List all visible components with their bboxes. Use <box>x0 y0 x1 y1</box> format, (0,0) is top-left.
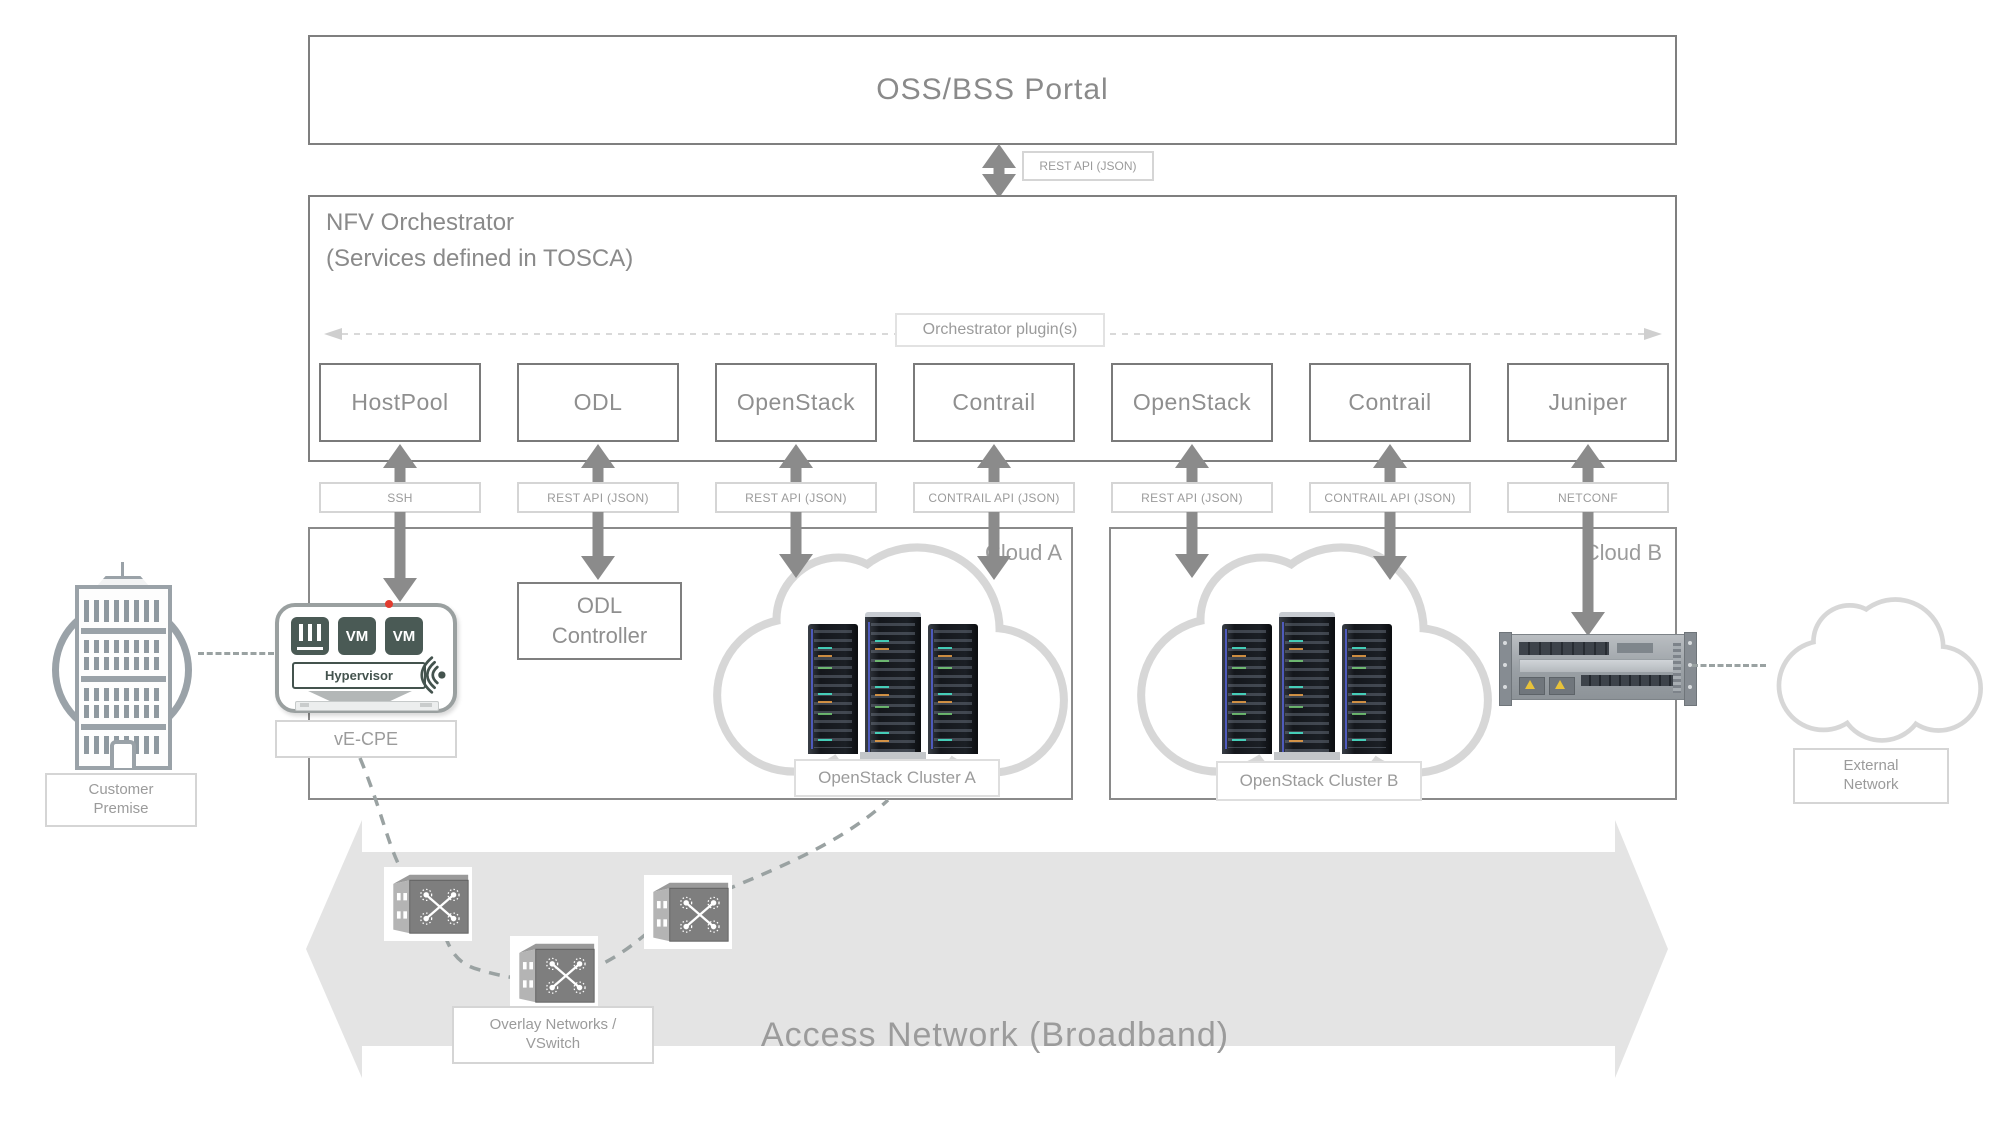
oss-bss-portal-box <box>308 35 1677 145</box>
arrow-ssh-down <box>383 512 417 602</box>
server-rack-cluster-a-icon <box>808 608 978 760</box>
wifi-icon <box>420 656 446 694</box>
nfv-orchestrator-title: NFV Orchestrator (Services defined in TO… <box>326 205 633 277</box>
openstack-cluster-a-label: OpenStack Cluster A <box>794 759 1000 797</box>
overlay-networks-label: Overlay Networks / VSwitch <box>452 1006 654 1064</box>
arrow-openstack-b-down <box>1175 512 1209 578</box>
customer-premise-label: Customer Premise <box>45 773 197 827</box>
plugin-box-openstack-b: OpenStack <box>1111 363 1273 442</box>
arrow-openstack-a-down <box>779 512 813 578</box>
nfv-title-line1: NFV Orchestrator <box>326 209 515 236</box>
arrow-contrail-a-up <box>977 444 1011 482</box>
vswitch-icon <box>646 877 730 947</box>
building-band <box>81 676 166 682</box>
customer-premise-line2: Premise <box>93 800 149 817</box>
api-label-rest-3: REST API (JSON) <box>1111 482 1273 513</box>
vm-icon: VM <box>338 617 376 655</box>
arrow-shaft <box>993 162 1005 180</box>
plugin-box-contrail-b: Contrail <box>1309 363 1471 442</box>
api-label-netconf: NETCONF <box>1507 482 1669 513</box>
vswitch-icon <box>512 938 596 1008</box>
ve-cpe-label: vE-CPE <box>275 720 457 758</box>
cpe-slider <box>295 701 439 711</box>
odl-controller-line2: Controller <box>551 623 648 648</box>
odl-controller-title: ODL Controller <box>517 582 682 660</box>
building-window-row <box>84 600 163 622</box>
oss-bss-portal-title: OSS/BSS Portal <box>876 73 1109 106</box>
external-network-line1: External <box>1843 757 1899 775</box>
api-label-ssh: SSH <box>319 482 481 513</box>
overlay-networks-line2: VSwitch <box>525 1035 581 1052</box>
arrow-contrail-b-up <box>1373 444 1407 482</box>
arrow-head-down <box>982 174 1016 198</box>
external-network-label: External Network <box>1793 748 1949 804</box>
external-network-line2: Network <box>1843 776 1899 793</box>
arrow-odl-down <box>581 512 615 580</box>
building-band <box>81 628 166 634</box>
building-band <box>81 724 166 730</box>
juniper-router-icon <box>1499 632 1697 706</box>
api-label-contrail-1: CONTRAIL API (JSON) <box>913 482 1075 513</box>
openstack-cluster-b-label: OpenStack Cluster B <box>1216 761 1422 801</box>
hypervisor-shadow <box>308 691 412 703</box>
cloud-b-label: Cloud B <box>1583 540 1662 565</box>
arrow-contrail-b-down <box>1373 512 1407 580</box>
vswitch-icon <box>386 869 470 939</box>
customer-premise-line1: Customer <box>88 781 154 799</box>
orchestrator-plugins-caption: Orchestrator plugin(s) <box>895 313 1105 347</box>
building-window-row <box>84 688 163 701</box>
plugin-box-hostpool: HostPool <box>319 363 481 442</box>
vm-icon: VM <box>385 617 423 655</box>
overlay-networks-line1: Overlay Networks / <box>489 1016 617 1034</box>
arrow-netconf-down <box>1571 512 1605 636</box>
hypervisor-box: Hypervisor <box>292 662 426 689</box>
access-network-label: Access Network (Broadband) <box>760 1016 1230 1054</box>
building-window-row <box>84 640 163 653</box>
building-window-row <box>84 657 163 670</box>
arrow-juniper-up <box>1571 444 1605 482</box>
plugin-box-juniper: Juniper <box>1507 363 1669 442</box>
console-icon <box>291 617 329 655</box>
nfv-title-line2: (Services defined in TOSCA) <box>326 245 634 272</box>
ve-cpe-device: VM VM Hypervisor <box>275 600 457 713</box>
building-window-row <box>84 705 163 718</box>
plugin-box-contrail-a: Contrail <box>913 363 1075 442</box>
api-label-rest-2: REST API (JSON) <box>715 482 877 513</box>
link-router-external <box>1692 664 1766 667</box>
plugin-box-openstack-a: OpenStack <box>715 363 877 442</box>
arrow-hostpool-up <box>383 444 417 482</box>
arrow-oss-nfv <box>982 144 1016 198</box>
plugin-box-odl: ODL <box>517 363 679 442</box>
rest-api-json-top-label: REST API (JSON) <box>1022 151 1154 181</box>
api-label-contrail-2: CONTRAIL API (JSON) <box>1309 482 1471 513</box>
odl-controller-box <box>517 582 682 660</box>
link-premise-cpe <box>198 652 274 655</box>
server-rack-cluster-b-icon <box>1222 608 1392 760</box>
external-network-cloud-icon <box>1762 586 1990 744</box>
arrow-contrail-a-down <box>977 512 1011 580</box>
building-antenna <box>121 562 124 586</box>
status-led-icon <box>385 600 393 608</box>
arrow-openstack-a-up <box>779 444 813 482</box>
odl-controller-line1: ODL <box>576 593 623 618</box>
building-door <box>110 740 136 768</box>
arrow-odl-up <box>581 444 615 482</box>
arrow-openstack-b-up <box>1175 444 1209 482</box>
api-label-rest-1: REST API (JSON) <box>517 482 679 513</box>
